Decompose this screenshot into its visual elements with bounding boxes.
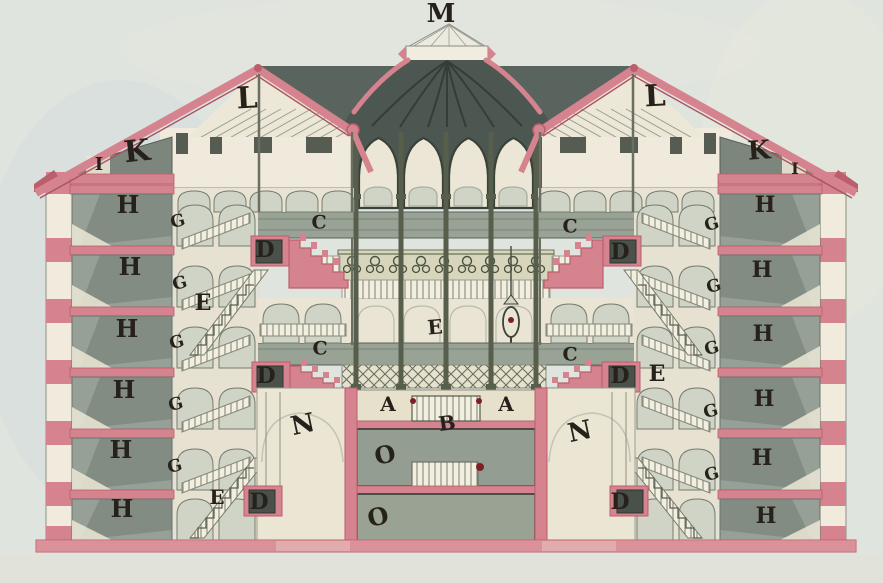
columns [351,132,541,390]
hanging-lamp [502,246,520,345]
clerestory-window [670,133,682,154]
clerestory-window [210,133,222,154]
railing-b [411,395,481,422]
lantern-cone-ribs [411,24,485,48]
clerestory-window [176,133,188,154]
foundation-strip [35,539,857,553]
rear-arches [363,186,528,207]
basement-o-lower [356,493,536,542]
clerestory-window [704,133,716,154]
basement-o-upper [354,428,538,495]
lantern-drum [405,45,489,63]
central-arcade [357,136,535,210]
basement-ladder [411,461,479,488]
hall-arches [357,305,533,343]
dome-ribs [371,60,523,128]
platform-a [354,389,538,430]
